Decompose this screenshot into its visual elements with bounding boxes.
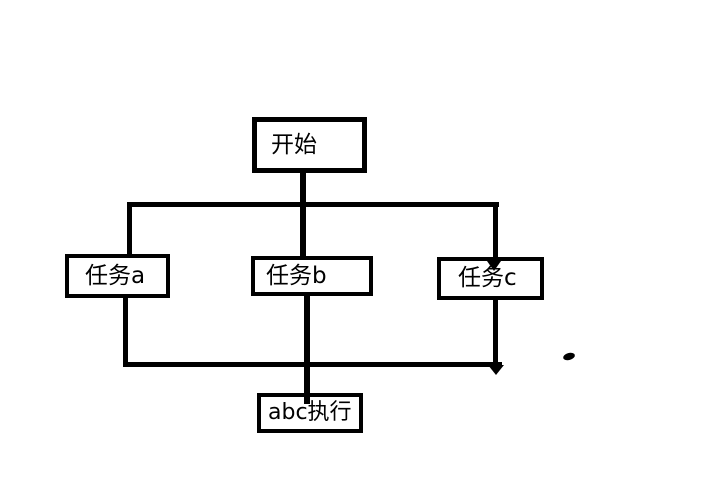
arrowhead-into-task-c [487,261,501,271]
node-task-b-label: 任务b [266,262,327,289]
node-task-b: 任务b [251,256,373,296]
connector-branch-horizontal [127,202,499,207]
connector-task-c-to-join [493,296,498,366]
node-task-a-label: 任务a [85,262,146,289]
connector-branch-to-task-a [127,202,132,256]
connector-task-b-to-exec [304,294,310,404]
node-exec-label: abc执行 [268,400,352,425]
node-task-a: 任务a [65,254,170,298]
connector-start-to-branch [300,168,306,258]
node-task-c-label: 任务c [458,265,517,291]
connector-task-a-to-join [123,294,128,364]
ink-dot [562,351,576,362]
connector-join-horizontal [123,362,502,367]
node-start: 开始 [252,117,367,173]
connector-branch-to-task-c [493,203,498,259]
node-start-label: 开始 [271,131,317,158]
node-exec: abc执行 [257,393,363,433]
arrowhead-join-right-end [488,365,504,375]
